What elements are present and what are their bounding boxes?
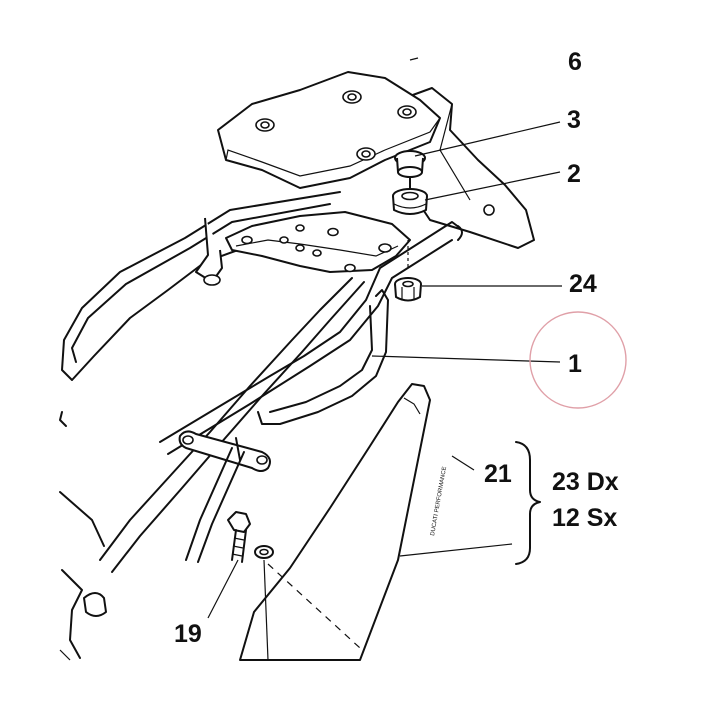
callout-23-dx: 23 Dx [552, 468, 619, 496]
callout-3: 3 [567, 106, 581, 134]
callout-brace [515, 441, 541, 565]
callout-24: 24 [569, 270, 597, 298]
screw-part-19 [227, 511, 251, 563]
grab-rail-frame [61, 191, 463, 573]
bush-part-3 [394, 150, 426, 178]
callout-12-sx: 12 Sx [552, 504, 617, 532]
nut-part-24 [394, 240, 422, 302]
mounting-plate [217, 57, 441, 189]
highlight-circle [529, 311, 627, 409]
leader-lines [207, 121, 562, 619]
callout-2: 2 [567, 160, 581, 188]
seat-outline [59, 411, 107, 661]
washer [254, 545, 361, 661]
fairing-decal-text: DUCATI PERFORMANCE [430, 466, 448, 536]
tail-fairing-top [409, 87, 535, 249]
grommet-part-2 [392, 188, 428, 215]
callout-6: 6 [568, 48, 582, 76]
callout-19: 19 [174, 620, 202, 648]
side-fairing-part-21: DUCATI PERFORMANCE [239, 383, 448, 661]
callout-1: 1 [568, 350, 582, 378]
callout-21: 21 [484, 460, 512, 488]
